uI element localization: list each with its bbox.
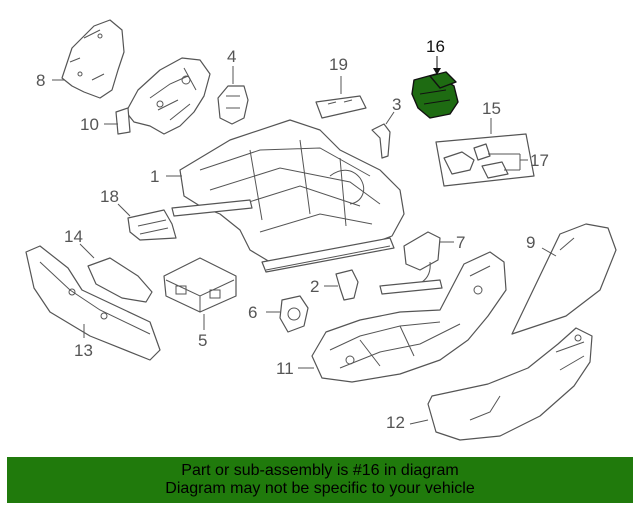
part-9-side-shield [511,223,617,335]
info-banner: Part or sub-assembly is #16 in diagram D… [7,457,633,503]
callout-2: 2 [310,277,319,296]
part-15-switch-kit-box [435,133,535,187]
part-18-bracket [127,209,177,241]
callout-11: 11 [276,359,294,378]
part-3-clip [371,123,391,159]
banner-line-2: Diagram may not be specific to your vehi… [165,480,475,497]
callout-9: 9 [526,233,535,252]
callout-14: 14 [64,227,83,246]
parts-diagram: 8 10 4 19 3 16 15 [25,19,617,441]
callout-4: 4 [227,47,236,66]
callout-10: 10 [80,115,99,134]
callout-18: 18 [100,187,119,206]
part-12-outer-side-cover [427,327,593,441]
part-7-motor-cable [379,231,443,295]
callout-1: 1 [150,167,159,186]
part-1-seat-frame [171,119,405,273]
callout-15: 15 [482,99,501,118]
part-2-clip [335,269,359,301]
part-11-inner-structure [311,251,507,383]
callout-3: 3 [392,95,401,114]
callout-17: 17 [530,151,549,170]
callout-12: 12 [386,413,405,432]
callout-19: 19 [329,55,348,74]
part-13-side-trim [25,245,161,361]
callout-8: 8 [36,71,45,90]
callout-7: 7 [456,233,465,252]
part-4-bracket [217,85,249,125]
part-14-cover [87,257,153,303]
banner-line-1: Part or sub-assembly is #16 in diagram [181,462,459,479]
callout-16: 16 [426,37,445,56]
part-16-switch-highlighted [411,71,459,119]
part-8-seatback-cover [61,19,125,99]
callout-6: 6 [248,303,257,322]
part-10-seatback-frame [115,57,211,135]
part-6-motor [279,295,309,333]
callout-13: 13 [74,341,93,360]
callout-5: 5 [198,331,207,350]
part-19-rail-piece [315,95,367,119]
part-5-control-module [163,257,237,313]
